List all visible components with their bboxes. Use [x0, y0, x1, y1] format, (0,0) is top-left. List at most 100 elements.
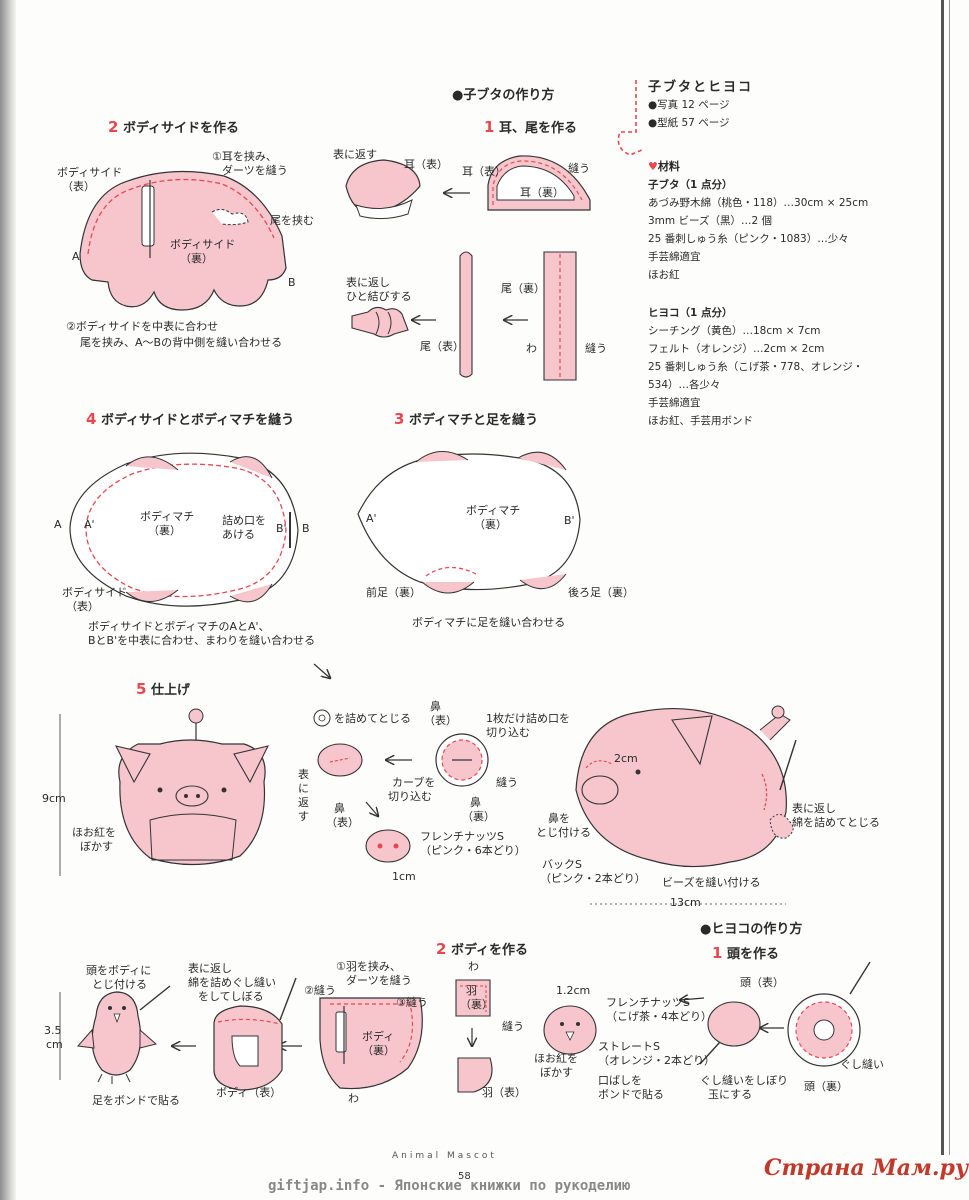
step1-label: 耳、尾を作る	[498, 121, 577, 136]
label-o-ura: 尾（裏）	[501, 282, 545, 295]
step3-heading: 3 ボディマチと足を縫う	[394, 412, 539, 429]
chick-size-12: 1.2cm	[556, 984, 591, 997]
wing-turned-illustration	[457, 1057, 493, 1093]
s4-label-a: A	[54, 518, 62, 531]
material-item: ほお紅、手芸用ボンド	[648, 415, 753, 427]
chick-note1-2: ダーツを縫う	[346, 974, 412, 987]
label-wa: わ	[526, 342, 537, 355]
s3-label-machi-1: ボディマチ	[466, 504, 521, 517]
s5-nuu: 縫う	[496, 776, 518, 789]
chick-height-unit: cm	[46, 1038, 63, 1051]
step3-label: ボディマチと足を縫う	[408, 413, 539, 428]
material-item: 3mm ビーズ（黒）…2 個	[648, 215, 772, 227]
info-title: 子ブタとヒヨコ	[648, 80, 754, 95]
s5-hana-tojitsukeru-2: とじ付ける	[536, 826, 591, 839]
chick-hoo-2: ぼかす	[540, 1066, 573, 1079]
s5-beads: ビーズを縫い付ける	[662, 876, 761, 889]
chick-finished-illustration	[77, 985, 171, 1084]
arrow	[313, 663, 330, 678]
label-mimi-omote: 耳（表）	[404, 158, 448, 171]
s5-hoo-2: ぼかす	[80, 840, 113, 853]
material-item: ほお紅	[648, 269, 680, 281]
label-b: B	[288, 276, 296, 289]
s4-label-machi-2: （裏）	[148, 524, 181, 537]
chick-step2-label: ボディを作る	[450, 943, 529, 958]
chick-ashi: 足をボンドで貼る	[92, 1094, 180, 1107]
step2-number: 2	[108, 118, 119, 136]
label-mimi-ura: 耳（裏）	[520, 186, 564, 199]
page-edge-line-thin	[949, 0, 950, 1155]
label-o-hasamu: 尾を挟む	[270, 214, 314, 227]
s4-label-machi-1: ボディマチ	[140, 510, 195, 523]
chick-wa-top: わ	[468, 960, 479, 973]
step1-number: 1	[484, 118, 495, 136]
chick-hane-1: 羽	[466, 984, 477, 997]
chick-hane-2: （裏）	[460, 998, 493, 1011]
chick-hane-omote: 羽（表）	[482, 1086, 526, 1099]
nose-stitched-illustration	[317, 743, 363, 777]
s3-label-b-prime: B'	[564, 514, 575, 527]
step2-label: ボディサイドを作る	[122, 121, 240, 136]
chick-straight-2: （オレンジ・2本どり）	[598, 1054, 715, 1067]
label-omote-hitomusubi-1: 表に返し	[346, 276, 390, 289]
materials-heading-label: 材料	[657, 160, 680, 173]
label-o-omote: 尾（表）	[420, 340, 464, 353]
s5-wata-tojiru: を詰めてとじる	[334, 712, 411, 725]
label-nuu2: 縫う	[585, 342, 607, 355]
label-nuu: 縫う	[568, 162, 590, 175]
chick-height: 3.5	[44, 1024, 62, 1037]
nose-finished-illustration	[365, 829, 411, 863]
s5-back-1: バックS	[542, 858, 582, 871]
step4-label: ボディサイドとボディマチを縫う	[100, 413, 295, 428]
s5-french-1: フレンチナッツS	[420, 830, 504, 843]
chick-body-omote: ボディ（表）	[216, 1086, 282, 1099]
wing-pattern-illustration	[455, 979, 491, 1017]
chick-omote-gushi-1: 表に返し	[188, 962, 232, 975]
s3-label-maeashi: 前足（裏）	[366, 586, 421, 599]
chick-kuchibashi-1: 口ばしを	[598, 1074, 642, 1087]
s5-hana-ura: 鼻	[470, 796, 481, 809]
s5-omote-wata-1: 表に返し	[792, 802, 836, 815]
s3-note: ボディマチに足を縫い合わせる	[412, 616, 566, 629]
s5-hana-omote: 鼻	[430, 700, 441, 713]
chick-head-circle-illustration	[787, 961, 871, 1067]
s5-french-2: （ピンク・6本どり）	[420, 844, 526, 857]
chick-kuchibashi-2: ボンドで貼る	[598, 1088, 664, 1101]
pig-materials-list: あづみ野木綿（桃色・118）…30cm × 25cm 3mm ビーズ（黒）…2 …	[648, 194, 868, 284]
chick-step1-heading: 1 頭を作る	[712, 944, 779, 963]
chick-omote-gushi-2: 綿を詰めぐし縫い	[188, 976, 276, 989]
s5-back-2: （ピンク・2本どり）	[540, 872, 646, 885]
chick-nuu2: ②縫う	[304, 984, 336, 997]
chick-body-turned-illustration	[213, 977, 297, 1091]
book-spine-shadow	[0, 0, 16, 1200]
chick-head-ball-illustration	[699, 1001, 761, 1065]
s4-note-2: BとB'を中表に合わせ、まわりを縫い合わせる	[88, 634, 316, 647]
label-note2-1: ②ボディサイドを中表に合わせ	[66, 320, 219, 333]
chick-wa: わ	[348, 1092, 359, 1105]
tail-sewn-illustration	[543, 251, 577, 381]
step4-heading: 4 ボディサイドとボディマチを縫う	[86, 410, 295, 429]
material-item: 25 番刺しゅう糸（ピンク・1083）…少々	[648, 233, 849, 245]
step5-number: 5	[136, 680, 147, 698]
material-item: フェルト（オレンジ）…2cm × 2cm	[648, 343, 825, 355]
s5-height: 9cm	[42, 792, 66, 805]
label-side-omote-2: （表）	[62, 180, 95, 193]
material-item: あづみ野木綿（桃色・118）…30cm × 25cm	[648, 197, 869, 209]
site-logo: Страна Мам.ру	[764, 1155, 969, 1181]
s3-label-machi-2: （裏）	[474, 518, 507, 531]
s4-label-side-2: （表）	[66, 600, 99, 613]
s4-label-tsume-2: あける	[222, 528, 255, 541]
chick-french-2: （こげ茶・4本どり）	[606, 1010, 712, 1023]
step4-number: 4	[86, 410, 97, 428]
s5-ichimai-2: 切り込む	[486, 726, 530, 739]
chick-straight-1: ストレートS	[598, 1040, 660, 1053]
chick-nuu3: ③縫う	[396, 996, 428, 1009]
chick-atama-ura: 頭（裏）	[804, 1080, 848, 1093]
chick-materials-heading: ヒヨコ（1 点分）	[648, 307, 733, 319]
chick-step1-number: 1	[712, 944, 723, 962]
tail-knot-illustration	[351, 306, 409, 338]
label-side-ura-1: ボディサイド	[170, 238, 236, 251]
pig-section-title: ●子ブタの作り方	[452, 88, 555, 103]
watermark-text: giftjap.info - Японские книжки по рукоде…	[268, 1178, 631, 1194]
